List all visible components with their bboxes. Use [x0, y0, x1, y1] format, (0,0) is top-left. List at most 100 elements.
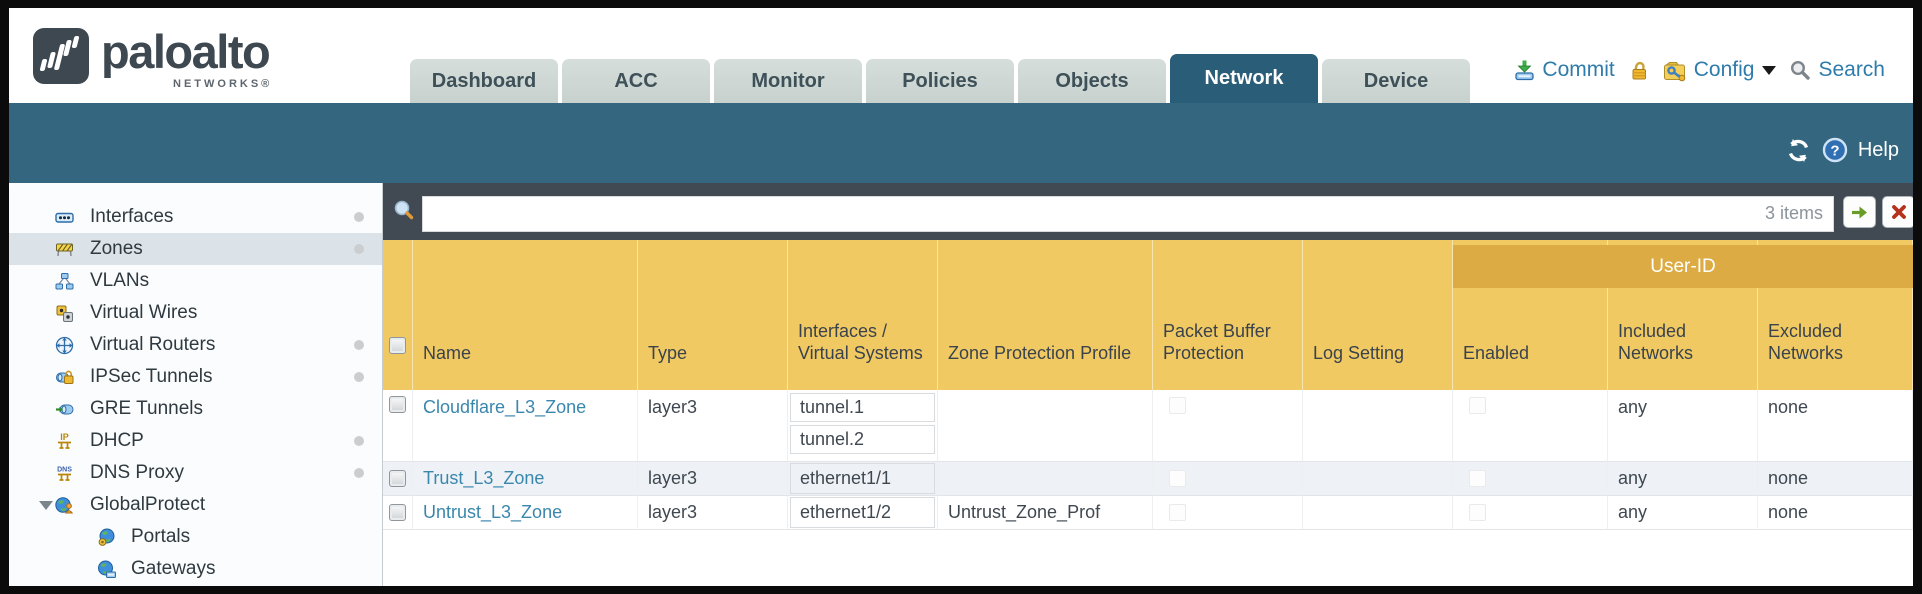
included-networks-cell: any [1608, 462, 1758, 496]
virtual-routers-icon [55, 336, 74, 355]
sidebar-item-label: Zones [90, 238, 143, 259]
filter-input[interactable] [422, 196, 1834, 232]
zone-name-cell: Untrust_L3_Zone [413, 496, 638, 530]
column-header-packet-buffer-protection[interactable]: Packet Buffer Protection [1153, 240, 1303, 390]
row-checkbox[interactable] [389, 470, 406, 487]
tab-device[interactable]: Device [1322, 59, 1470, 103]
column-header-excluded-networks[interactable]: Excluded Networks [1758, 240, 1913, 390]
help-icon[interactable]: ? [1822, 137, 1848, 163]
apply-filter-button[interactable] [1843, 196, 1876, 228]
packet-buffer-protection-checkbox[interactable] [1169, 397, 1186, 414]
status-dot [354, 212, 364, 222]
vlans-icon [55, 272, 74, 291]
column-header-zone-protection-profile[interactable]: Zone Protection Profile [938, 240, 1153, 390]
help-label[interactable]: Help [1857, 138, 1899, 161]
config-menu-button[interactable]: Config [1663, 58, 1777, 82]
interface-entry: tunnel.2 [790, 425, 935, 454]
user-id-enabled-cell [1453, 462, 1608, 496]
sidebar-item-globalprotect[interactable]: GlobalProtect [9, 489, 382, 521]
sidebar-item-label: Virtual Wires [90, 302, 198, 323]
lock-icon[interactable] [1628, 59, 1650, 82]
column-header-included-networks[interactable]: Included Networks [1608, 240, 1758, 390]
sidebar-item-vlans[interactable]: VLANs [9, 265, 382, 297]
tab-dashboard[interactable]: Dashboard [410, 59, 558, 103]
zone-name-link[interactable]: Cloudflare_L3_Zone [423, 397, 587, 417]
status-dot [354, 436, 364, 446]
interface-entry: ethernet1/2 [790, 497, 935, 528]
column-header-log-setting[interactable]: Log Setting [1303, 240, 1453, 390]
zone-protection-profile-cell: Untrust_Zone_Prof [938, 496, 1153, 530]
filter-bar: 3 items [383, 183, 1913, 240]
refresh-icon[interactable] [1785, 138, 1812, 163]
column-header-type[interactable]: Type [638, 240, 788, 390]
search-label: Search [1818, 58, 1885, 81]
virtual-wires-icon [55, 304, 74, 323]
dns-proxy-icon: DNS [55, 464, 74, 483]
row-checkbox[interactable] [389, 504, 406, 521]
column-header-enabled[interactable]: Enabled [1453, 240, 1608, 390]
row-checkbox[interactable] [389, 396, 406, 413]
sidebar-item-virtual-routers[interactable]: Virtual Routers [9, 329, 382, 361]
commit-button[interactable]: Commit [1513, 58, 1615, 82]
tab-acc[interactable]: ACC [562, 59, 710, 103]
zone-name-link[interactable]: Trust_L3_Zone [423, 468, 545, 488]
sidebar-item-gre-tunnels[interactable]: GRE Tunnels [9, 393, 382, 425]
row-select-cell [383, 462, 413, 496]
zone-type-cell: layer3 [638, 462, 788, 496]
search-icon [1789, 59, 1812, 82]
interface-entry: tunnel.1 [790, 393, 935, 422]
packet-buffer-protection-checkbox[interactable] [1169, 470, 1186, 487]
user-id-enabled-checkbox[interactable] [1469, 397, 1486, 414]
zone-name-link[interactable]: Untrust_L3_Zone [423, 502, 563, 522]
sidebar-item-label: GlobalProtect [90, 494, 206, 515]
expander-triangle-icon[interactable] [39, 500, 53, 510]
packet-buffer-protection-cell [1153, 462, 1303, 496]
gre-tunnels-icon [55, 400, 74, 419]
filter-magnifier-icon [392, 199, 416, 223]
user-id-enabled-cell [1453, 496, 1608, 530]
tab-network[interactable]: Network [1170, 54, 1318, 103]
log-setting-cell [1303, 496, 1453, 530]
sidebar-item-portals[interactable]: Portals [9, 521, 382, 553]
config-icon [1663, 59, 1688, 82]
header-utilities: Commit Config Search [1513, 58, 1885, 82]
tab-objects[interactable]: Objects [1018, 59, 1166, 103]
sidebar-item-ipsec-tunnels[interactable]: IPSec Tunnels [9, 361, 382, 393]
sidebar-item-gateways[interactable]: Gateways [9, 553, 382, 585]
select-all-checkbox[interactable] [389, 337, 406, 354]
column-header-interfaces[interactable]: Interfaces / Virtual Systems [788, 240, 938, 390]
sidebar-item-label: Portals [131, 526, 191, 547]
user-id-enabled-checkbox[interactable] [1469, 470, 1486, 487]
sidebar-item-virtual-wires[interactable]: Virtual Wires [9, 297, 382, 329]
sidebar-item-label: Virtual Routers [90, 334, 216, 355]
zone-interfaces-cell: ethernet1/1 [788, 462, 938, 496]
tab-monitor[interactable]: Monitor [714, 59, 862, 103]
select-all-column [383, 240, 413, 390]
portals-icon [97, 528, 116, 547]
sidebar-item-zones[interactable]: Zones [9, 233, 382, 265]
log-setting-cell [1303, 462, 1453, 496]
user-id-enabled-checkbox[interactable] [1469, 504, 1486, 521]
global-search-button[interactable]: Search [1789, 58, 1885, 82]
clear-filter-button[interactable] [1882, 196, 1913, 228]
user-id-group-header: User-ID [1453, 245, 1913, 288]
packet-buffer-protection-checkbox[interactable] [1169, 504, 1186, 521]
config-label: Config [1693, 58, 1755, 81]
tab-policies[interactable]: Policies [866, 59, 1014, 103]
sidebar-item-label: DHCP [90, 430, 144, 451]
sidebar-item-label: IPSec Tunnels [90, 366, 213, 387]
sidebar-item-interfaces[interactable]: Interfaces [9, 201, 382, 233]
column-header-name[interactable]: Name [413, 240, 638, 390]
red-x-icon [1889, 202, 1909, 222]
interface-entry: ethernet1/1 [790, 463, 935, 494]
user-id-enabled-cell [1453, 390, 1608, 462]
